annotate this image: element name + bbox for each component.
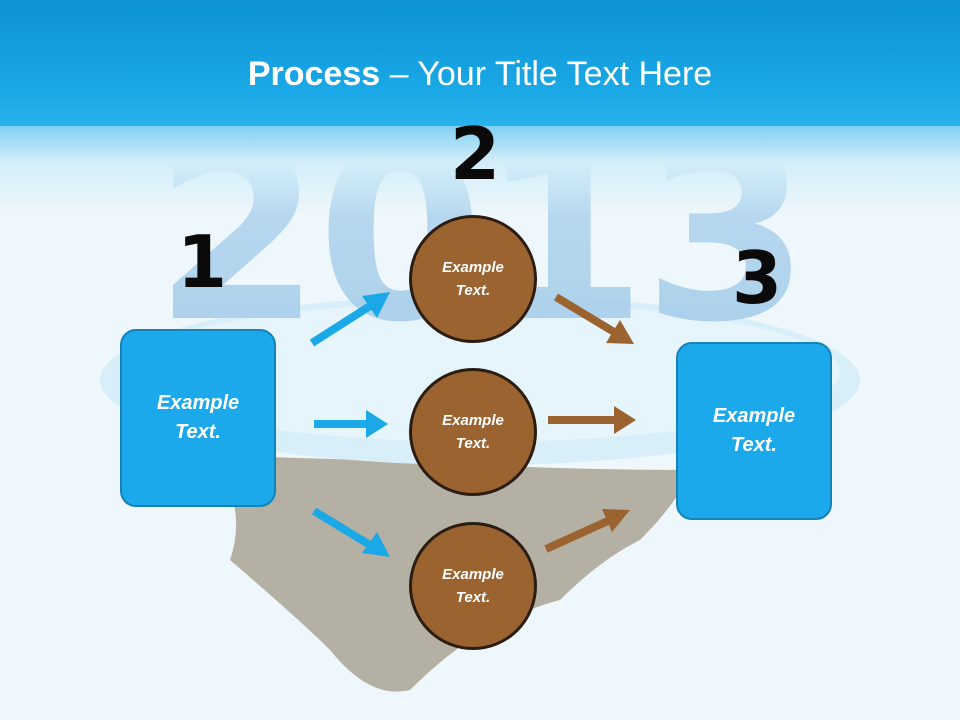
step-1-box: Example Text. bbox=[120, 329, 276, 507]
step-1-text-line1: Example bbox=[156, 392, 240, 414]
step-2-circle-bottom: Example Text. bbox=[409, 522, 537, 650]
circle-top-text-line2: Text. bbox=[455, 282, 491, 299]
circle-top-text-line1: Example bbox=[442, 259, 504, 276]
step-1-text-line2: Text. bbox=[175, 421, 221, 443]
circle-bottom-text-line2: Text. bbox=[455, 589, 491, 606]
step-3-text-line2: Text. bbox=[731, 434, 777, 456]
step-number-1: 1 bbox=[177, 220, 228, 304]
arrow-blue-right bbox=[314, 410, 388, 438]
page-title: Process – Your Title Text Here bbox=[0, 52, 960, 96]
title-rest: – Your Title Text Here bbox=[380, 55, 713, 93]
header-fade bbox=[0, 126, 960, 216]
step-3-box: Example Text. bbox=[676, 342, 832, 520]
step-2-circle-top: Example Text. bbox=[409, 215, 537, 343]
step-2-circle-middle: Example Text. bbox=[409, 368, 537, 496]
arrow-brown-right bbox=[548, 406, 636, 434]
arrow-blue-down bbox=[311, 507, 390, 557]
circle-bottom-text-line1: Example bbox=[442, 566, 504, 583]
arrow-blue-up bbox=[309, 292, 390, 347]
arrow-brown-down bbox=[553, 293, 634, 344]
step-number-2: 2 bbox=[450, 112, 501, 196]
arrow-brown-up bbox=[544, 509, 630, 553]
title-bold: Process bbox=[247, 55, 381, 93]
title-bar bbox=[0, 0, 960, 130]
circle-middle-text-line1: Example bbox=[442, 412, 504, 429]
step-number-3: 3 bbox=[732, 236, 783, 320]
step-3-text-line1: Example bbox=[712, 405, 796, 427]
circle-middle-text-line2: Text. bbox=[455, 435, 491, 452]
